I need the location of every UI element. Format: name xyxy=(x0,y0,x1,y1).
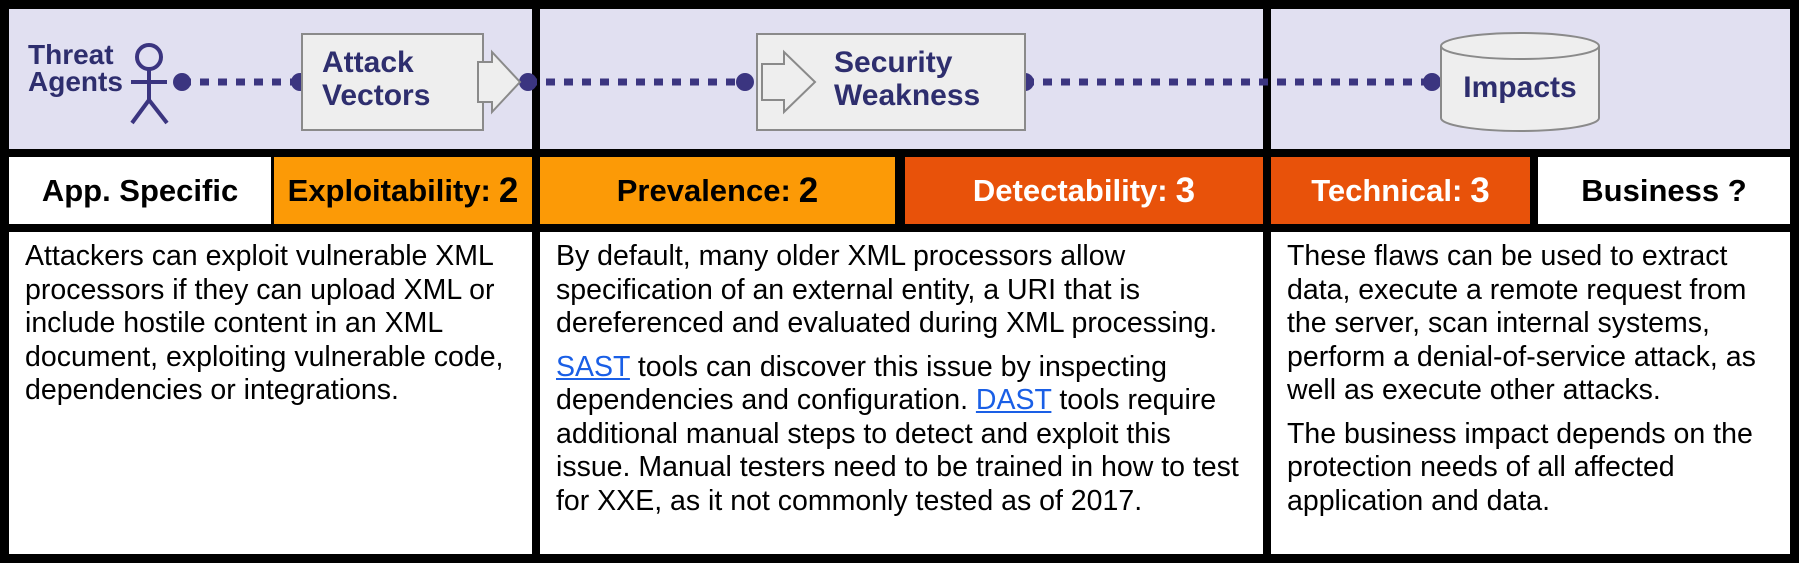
impact-description-para2: The business impact depends on the prote… xyxy=(1287,417,1753,517)
technical-header: Technical:3 xyxy=(1271,157,1530,224)
exploitability-header: Exploitability:2 xyxy=(274,157,532,224)
connector-dot xyxy=(1423,73,1441,91)
connector-dot xyxy=(736,73,754,91)
security-weakness-box xyxy=(756,33,1026,131)
prevalence-value: 2 xyxy=(798,170,819,210)
database-icon xyxy=(1440,32,1600,132)
dast-link[interactable]: DAST xyxy=(975,384,1052,416)
business-header: Business ? xyxy=(1538,157,1790,224)
prevalence-label: Prevalence: xyxy=(616,172,791,208)
weakness-description-para2: SAST tools can discover this issue by in… xyxy=(556,351,1251,519)
impact-description: These flaws can be used to extract data,… xyxy=(1271,232,1790,554)
weakness-description: By default, many older XML processors al… xyxy=(540,232,1263,554)
impact-description-para1: These flaws can be used to extract data,… xyxy=(1287,240,1756,406)
security-weakness-label: Security Weakness xyxy=(834,46,981,112)
app-specific-label: App. Specific xyxy=(41,172,239,208)
exploitability-label: Exploitability: xyxy=(287,172,491,208)
prevalence-header: Prevalence:2 xyxy=(540,157,895,224)
threat-agents-label: Threat Agents xyxy=(28,39,123,97)
technical-value: 3 xyxy=(1470,170,1490,210)
weakness-para2-part2: tools require additional manual steps to… xyxy=(556,384,1239,517)
business-label: Business ? xyxy=(1581,172,1747,208)
threat-description: Attackers can exploit vulnerable XML pro… xyxy=(9,232,532,554)
exploitability-value: 2 xyxy=(498,170,519,210)
connector-dot xyxy=(173,73,191,91)
weakness-description-para1: By default, many older XML processors al… xyxy=(556,240,1218,339)
sast-link[interactable]: SAST xyxy=(556,350,630,383)
app-specific-header: App. Specific xyxy=(9,157,271,224)
attack-vectors-box xyxy=(301,33,522,131)
detectability-header: Detectability:3 xyxy=(905,157,1263,224)
threat-description-text: Attackers can exploit vulnerable XML pro… xyxy=(25,240,504,406)
person-icon xyxy=(130,43,169,125)
arrow-right-icon xyxy=(761,49,817,115)
connector-dot xyxy=(519,73,537,91)
detectability-label: Detectability: xyxy=(972,172,1168,208)
technical-label: Technical: xyxy=(1311,172,1463,208)
detectability-value: 3 xyxy=(1175,170,1196,210)
arrow-right-icon xyxy=(477,49,522,115)
attack-flow-diagram xyxy=(130,32,1600,132)
impacts-label: Impacts xyxy=(1463,71,1577,104)
attack-vectors-label: Attack Vectors xyxy=(322,46,431,112)
weakness-para2-part1: tools can discover this issue by inspect… xyxy=(556,350,1167,417)
